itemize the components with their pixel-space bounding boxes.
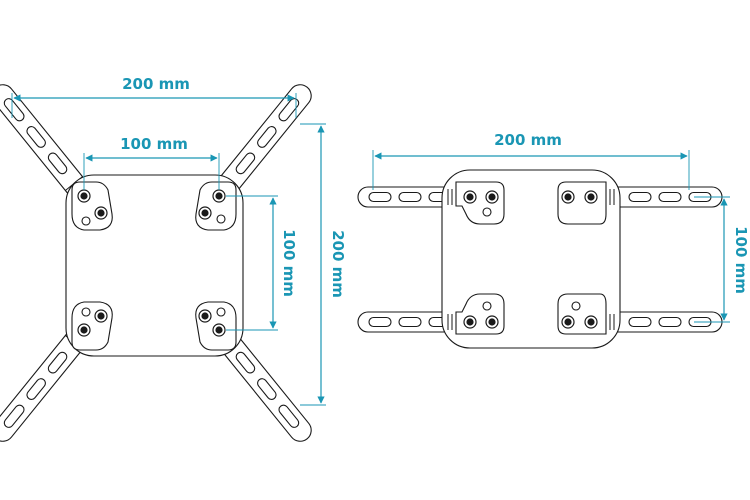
dim-inner-height bbox=[226, 195, 278, 331]
screw-bottom-right-2 bbox=[198, 309, 212, 323]
screw-right-7 bbox=[561, 315, 575, 329]
label-outer-height: 200 mm bbox=[329, 230, 347, 298]
bracket-top-right bbox=[195, 181, 237, 231]
screw-right-5 bbox=[463, 315, 477, 329]
dim-right-height bbox=[694, 196, 730, 323]
bracket-bottom-left bbox=[71, 301, 113, 351]
screw-top-left bbox=[77, 189, 91, 203]
label-inner-height: 100 mm bbox=[280, 229, 298, 297]
right-view: 200 mm 100 mm bbox=[357, 131, 750, 349]
screw-bottom-left bbox=[77, 323, 91, 337]
bracket-right-bottom-right bbox=[557, 293, 607, 335]
screw-bottom-left-2 bbox=[94, 309, 108, 323]
screw-right-8 bbox=[584, 315, 598, 329]
screw-bottom-right bbox=[212, 323, 226, 337]
screw-right-6 bbox=[485, 315, 499, 329]
dim-right-width bbox=[372, 150, 690, 190]
screw-right-4 bbox=[584, 190, 598, 204]
left-view: 200 mm 100 mm 100 mm 200 mm bbox=[0, 75, 347, 447]
screw-top-right bbox=[212, 189, 226, 203]
label-right-height: 100 mm bbox=[732, 226, 750, 294]
dim-outer-width bbox=[11, 93, 297, 118]
bracket-top-left bbox=[71, 181, 113, 231]
screw-right-3 bbox=[561, 190, 575, 204]
screw-right-1 bbox=[463, 190, 477, 204]
screw-top-right-2 bbox=[198, 206, 212, 220]
dim-outer-height bbox=[300, 123, 326, 406]
label-inner-width: 100 mm bbox=[120, 135, 188, 153]
dim-inner-width bbox=[83, 153, 220, 190]
label-right-width: 200 mm bbox=[494, 131, 562, 149]
screw-top-left-2 bbox=[94, 206, 108, 220]
screw-right-2 bbox=[485, 190, 499, 204]
label-outer-width: 200 mm bbox=[122, 75, 190, 93]
bracket-right-top-right bbox=[557, 181, 607, 225]
